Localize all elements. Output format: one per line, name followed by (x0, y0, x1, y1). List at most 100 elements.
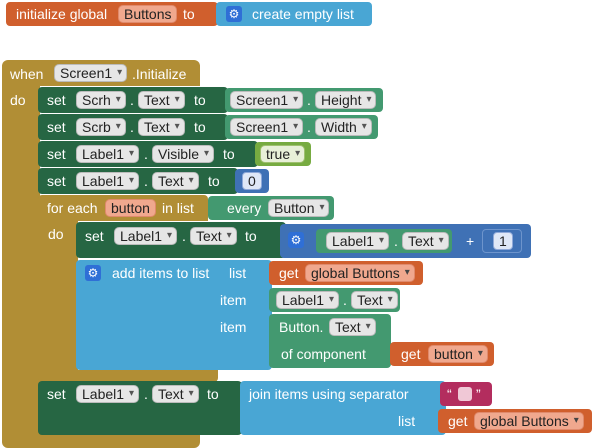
separator-text-field[interactable] (458, 387, 472, 401)
set-label1-visible-block[interactable]: set Label1 . Visible to (38, 141, 258, 167)
set-label: set (47, 173, 66, 189)
getter-component-dropdown[interactable]: Label1 (326, 232, 390, 250)
mutator-gear-icon[interactable]: ⚙ (288, 232, 304, 248)
plus-operator-label: + (466, 233, 475, 249)
getter-dot-label: . (394, 233, 398, 249)
get-global-buttons-block[interactable]: get global Buttons (438, 409, 592, 433)
create-empty-list-block[interactable]: ⚙ create empty list (216, 2, 372, 26)
global-name-field[interactable]: Buttons (118, 5, 178, 23)
component-dropdown[interactable]: Label1 (76, 172, 140, 190)
open-quote-label: “ (447, 386, 452, 402)
event-do-label: do (10, 92, 26, 108)
set-label1-text-block[interactable]: set Label1 . Text to (38, 168, 238, 194)
number-field[interactable]: 0 (242, 172, 262, 190)
component-dropdown[interactable]: Label1 (76, 145, 140, 163)
number-field[interactable]: 1 (493, 232, 513, 250)
screen-width-getter-block[interactable]: Screen1 . Width (225, 115, 378, 139)
getter-property-dropdown[interactable]: Text (402, 232, 449, 250)
getter-property-dropdown[interactable]: Height (315, 91, 377, 109)
getter-property-dropdown[interactable]: Width (315, 118, 372, 136)
label1-text-getter-block[interactable]: Label1 . Text (269, 288, 400, 312)
true-block[interactable]: true (255, 142, 311, 166)
mutator-gear-icon[interactable]: ⚙ (85, 265, 101, 281)
number-one-block[interactable]: 1 (482, 229, 522, 253)
list-socket-label: list (229, 265, 247, 281)
property-dropdown[interactable]: Text (152, 172, 199, 190)
join-label: join items using separator (249, 386, 409, 402)
set-label: set (85, 228, 104, 244)
set-label1-text-inner-block[interactable]: set Label1 . Text to (76, 222, 286, 258)
set-scrh-text-block[interactable]: set Scrh . Text to (38, 87, 228, 113)
getter-component-dropdown[interactable]: Label1 (276, 291, 340, 309)
component-dropdown[interactable]: Scrh (76, 91, 126, 109)
getter-property-dropdown[interactable]: Text (351, 291, 398, 309)
getter-dot-label: . (307, 119, 311, 135)
any-property-dropdown[interactable]: Text (329, 318, 376, 336)
get-label: get (279, 265, 299, 281)
to-label: to (223, 146, 235, 162)
property-dropdown[interactable]: Text (190, 227, 237, 245)
property-dropdown[interactable]: Visible (152, 145, 214, 163)
component-dropdown[interactable]: Label1 (114, 227, 178, 245)
every-button-block[interactable]: every Button (208, 196, 334, 220)
initialize-to-label: to (183, 6, 195, 22)
number-zero-block[interactable]: 0 (235, 169, 269, 193)
dot-label: . (144, 386, 148, 402)
set-label: set (47, 146, 66, 162)
add-items-to-list-block[interactable]: ⚙ add items to list list item item (76, 260, 272, 370)
event-name-label: .Initialize (132, 66, 187, 82)
label1-text-getter-block[interactable]: Label1 . Text (316, 229, 452, 253)
property-dropdown[interactable]: Text (138, 91, 185, 109)
dot-label: . (130, 92, 134, 108)
create-empty-list-label: create empty list (252, 6, 354, 22)
set-label: set (47, 386, 66, 402)
separator-text-block[interactable]: “ ” (440, 382, 492, 406)
any-button-text-getter-block[interactable]: Button. Text of component (269, 314, 391, 368)
event-do-spine: do (2, 84, 40, 438)
to-label: to (194, 119, 206, 135)
variable-dropdown[interactable]: global Buttons (305, 264, 415, 282)
for-each-bottom-bar (38, 370, 218, 382)
addition-block[interactable]: ⚙ Label1 . Text + 1 (280, 224, 531, 258)
variable-dropdown[interactable]: button (428, 345, 488, 363)
set-scrb-text-block[interactable]: set Scrb . Text to (38, 114, 228, 140)
mutator-gear-icon[interactable]: ⚙ (226, 6, 242, 22)
for-each-do-label: do (48, 226, 64, 242)
property-dropdown[interactable]: Text (138, 118, 185, 136)
event-component-dropdown[interactable]: Screen1 (54, 64, 128, 82)
screen-initialize-event-block[interactable]: when Screen1 .Initialize (2, 60, 200, 86)
item2-socket-label: item (220, 319, 247, 335)
set-label: set (47, 92, 66, 108)
property-dropdown[interactable]: Text (152, 385, 199, 403)
to-label: to (245, 228, 257, 244)
when-label: when (10, 66, 44, 82)
initialize-global-label: initialize global (16, 6, 108, 22)
component-type-dropdown[interactable]: Button (268, 199, 330, 217)
component-dropdown[interactable]: Scrb (76, 118, 126, 136)
for-each-block[interactable]: for each button in list (38, 195, 208, 221)
any-button-prefix-label: Button. (279, 319, 324, 335)
loop-variable-field[interactable]: button (105, 199, 156, 217)
variable-dropdown[interactable]: global Buttons (474, 412, 584, 430)
component-dropdown[interactable]: Label1 (76, 385, 140, 403)
get-label: get (448, 413, 468, 429)
initialize-global-block[interactable]: initialize global Buttons to (6, 2, 218, 26)
screen-height-getter-block[interactable]: Screen1 . Height (225, 88, 383, 112)
of-component-label: of component (281, 346, 366, 362)
set-label1-text-join-block[interactable]: set Label1 . Text to (38, 381, 242, 435)
join-with-separator-block[interactable]: join items using separator list (240, 381, 446, 435)
add-items-label: add items to list (112, 265, 210, 281)
get-label: get (401, 346, 421, 362)
boolean-dropdown[interactable]: true (260, 145, 306, 163)
to-label: to (207, 386, 219, 402)
to-label: to (208, 173, 220, 189)
get-button-block[interactable]: get button (390, 342, 494, 366)
in-list-label: in list (162, 200, 194, 216)
get-global-buttons-block[interactable]: get global Buttons (269, 261, 423, 285)
dot-label: . (182, 228, 186, 244)
dot-label: . (130, 119, 134, 135)
getter-component-dropdown[interactable]: Screen1 (230, 91, 304, 109)
for-each-label: for each (47, 200, 98, 216)
getter-component-dropdown[interactable]: Screen1 (230, 118, 304, 136)
event-bottom-bar (2, 434, 200, 448)
